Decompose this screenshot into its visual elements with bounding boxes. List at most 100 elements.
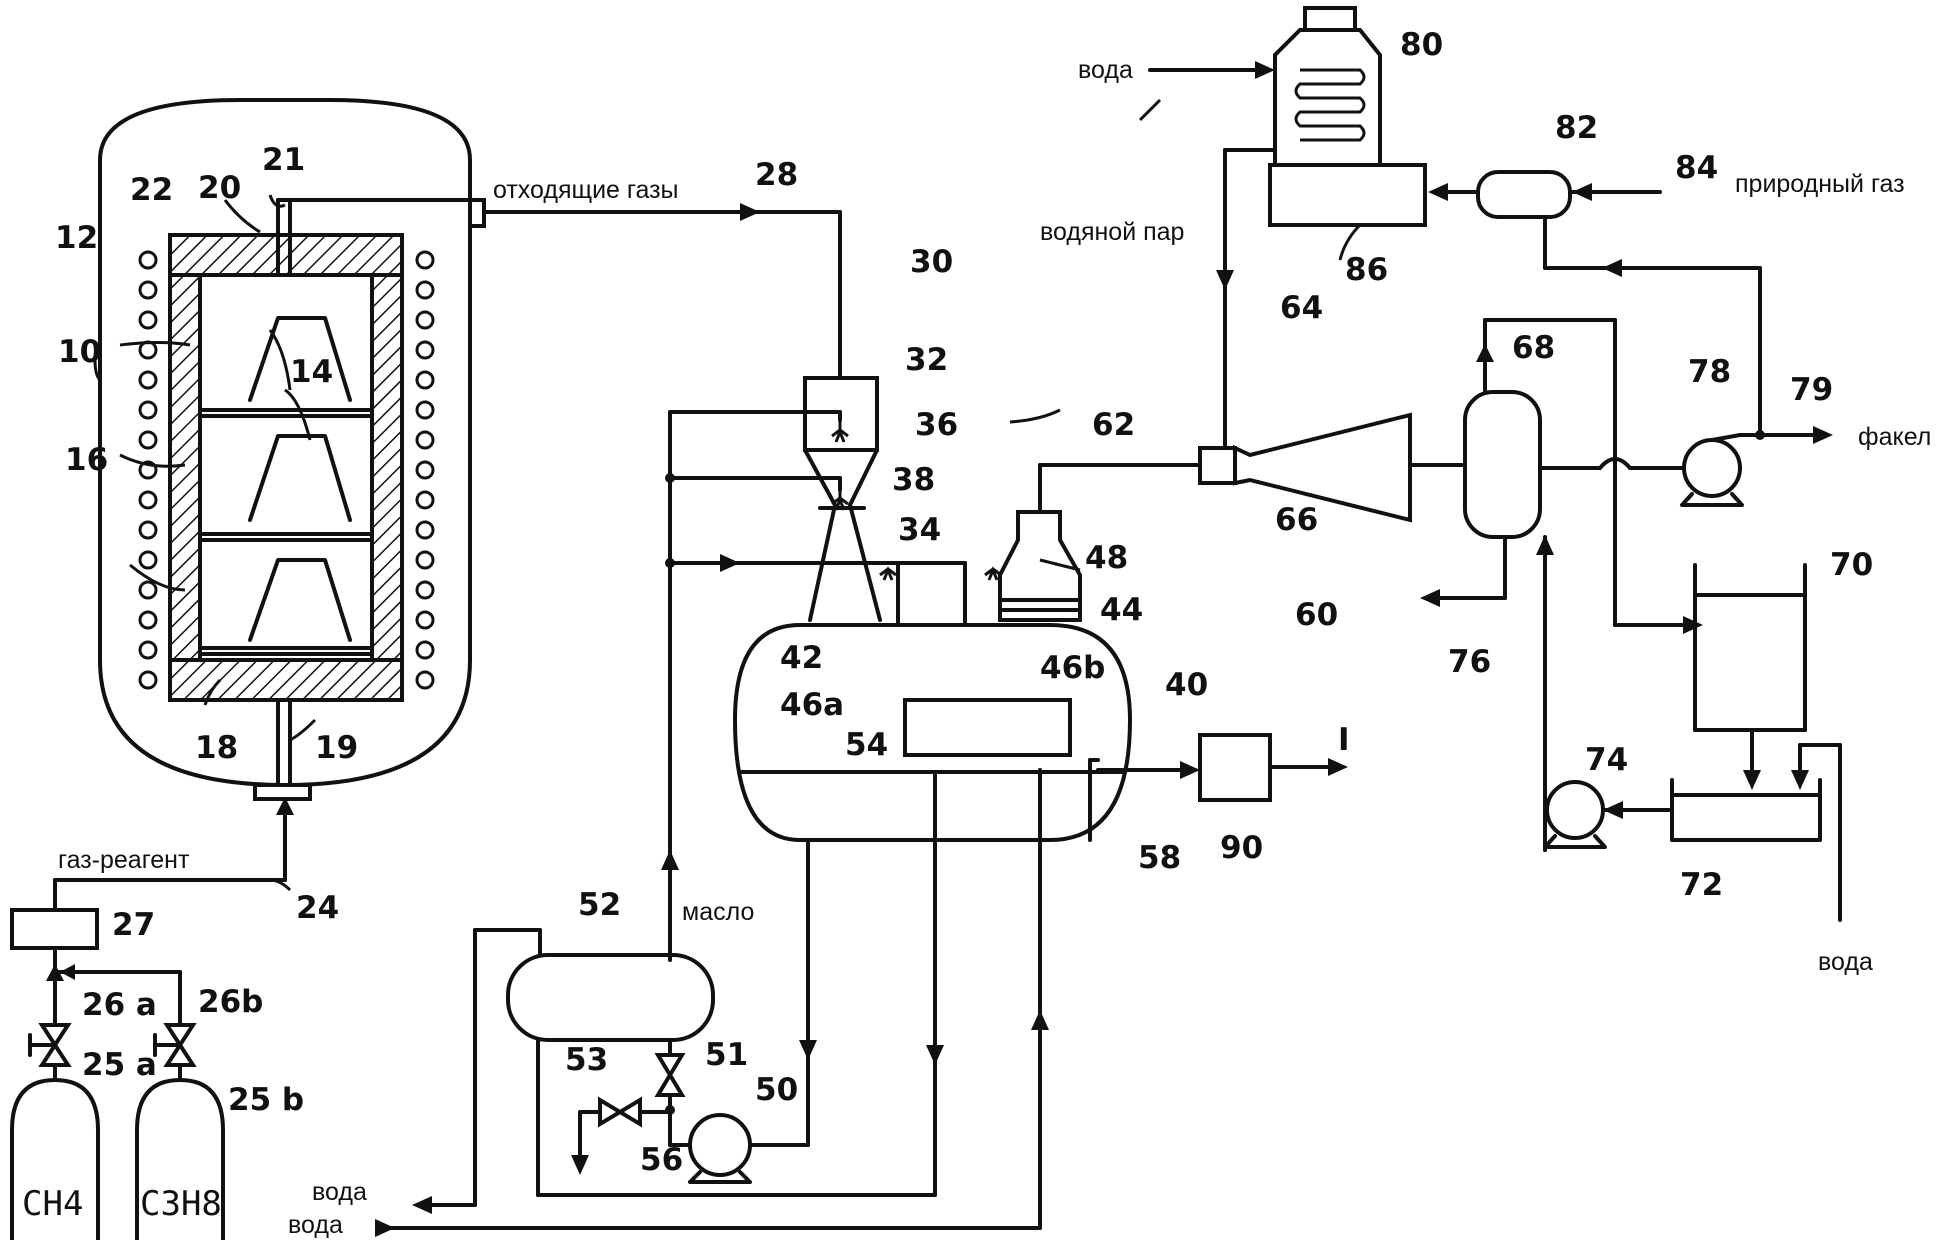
coil-ring xyxy=(138,670,158,690)
valve-51 xyxy=(654,1053,686,1117)
num-62: 62 xyxy=(1092,407,1135,443)
num-52: 52 xyxy=(578,887,621,923)
num-16: 16 xyxy=(65,442,108,478)
num-48: 48 xyxy=(1085,540,1128,576)
num-36: 36 xyxy=(915,407,958,443)
num-10: 10 xyxy=(58,334,101,370)
num-72: 72 xyxy=(1680,867,1723,903)
num-12: 12 xyxy=(55,220,98,256)
oil-tank-52 xyxy=(506,928,937,1197)
tank-70 xyxy=(1693,563,1807,790)
num-82: 82 xyxy=(1555,110,1598,146)
num-68: 68 xyxy=(1512,330,1555,366)
coil-ring xyxy=(138,310,158,330)
valve-26a xyxy=(28,1023,72,1067)
coil-ring xyxy=(138,400,158,420)
num-46a: 46a xyxy=(780,687,844,723)
off-gas-line xyxy=(482,203,842,380)
coil-ring xyxy=(138,370,158,390)
num-60: 60 xyxy=(1295,597,1338,633)
coil-ring xyxy=(415,550,435,570)
num-90: 90 xyxy=(1220,830,1263,866)
coil-ring xyxy=(138,250,158,270)
furnace-load xyxy=(198,316,374,656)
label-water-out: вода xyxy=(312,1178,367,1206)
num-24: 24 xyxy=(296,890,339,926)
coil-ring xyxy=(138,550,158,570)
coil-ring xyxy=(138,640,158,660)
num-51: 51 xyxy=(705,1037,748,1073)
num-28: 28 xyxy=(755,157,798,193)
num-20: 20 xyxy=(198,170,241,206)
num-50: 50 xyxy=(755,1072,798,1108)
num-44: 44 xyxy=(1100,592,1143,628)
tank-drain-lines xyxy=(738,768,1049,1217)
label-reagent-gas: газ-реагент xyxy=(58,846,190,874)
num-78: 78 xyxy=(1688,354,1731,390)
num-30: 30 xyxy=(910,244,953,280)
coil-ring xyxy=(415,250,435,270)
num-22: 22 xyxy=(130,172,173,208)
ejector-64 xyxy=(1198,412,1472,523)
coil-ring xyxy=(415,520,435,540)
num-42: 42 xyxy=(780,640,823,676)
num-74: 74 xyxy=(1585,742,1628,778)
num-26a: 26 a xyxy=(82,987,157,1023)
coil-ring xyxy=(415,400,435,420)
num-80: 80 xyxy=(1400,27,1443,63)
num-54: 54 xyxy=(845,727,888,763)
label-water-in: вода xyxy=(288,1211,343,1239)
separator-tank-40 xyxy=(732,623,1133,842)
label-output-I: I xyxy=(1338,722,1350,758)
cylinder-c3h8 xyxy=(135,1078,225,1240)
leader-lines xyxy=(93,98,1362,892)
mixer-27 xyxy=(10,908,99,950)
coil-ring xyxy=(415,670,435,690)
label-flare: факел xyxy=(1858,423,1931,451)
label-oil: масло xyxy=(682,898,754,926)
coil-ring xyxy=(415,640,435,660)
output-line xyxy=(1096,733,1348,802)
coil-ring xyxy=(415,460,435,480)
num-46b: 46b xyxy=(1040,650,1105,686)
num-19: 19 xyxy=(315,730,358,766)
coil-ring xyxy=(138,490,158,510)
label-natural-gas: природный газ xyxy=(1735,170,1905,198)
separator-68 xyxy=(1420,318,1703,852)
cylinder-ch4 xyxy=(10,1078,100,1240)
pump-50 xyxy=(668,1113,752,1184)
num-76: 76 xyxy=(1448,644,1491,680)
coil-ring xyxy=(138,580,158,600)
pump-78 xyxy=(1680,426,1833,507)
num-25b: 25 b xyxy=(228,1082,304,1118)
natural-gas-line xyxy=(1428,170,1765,440)
label-c3h8: C3H8 xyxy=(140,1184,222,1224)
coil-ring xyxy=(138,460,158,480)
num-27: 27 xyxy=(112,907,155,943)
steam-line xyxy=(1216,148,1277,450)
num-38: 38 xyxy=(892,462,935,498)
coil-ring xyxy=(415,490,435,510)
filter-column xyxy=(998,463,1202,622)
furnace-vessel xyxy=(98,98,486,801)
coil-ring xyxy=(138,520,158,540)
num-79: 79 xyxy=(1790,372,1833,408)
label-water-right: вода xyxy=(1818,948,1873,976)
num-53: 53 xyxy=(565,1042,608,1078)
label-off-gases: отходящие газы xyxy=(493,176,679,204)
reference-numbers: 10 12 14 16 18 19 20 21 22 24 25 a 25 b … xyxy=(55,27,1873,1178)
num-25a: 25 a xyxy=(82,1047,157,1083)
coil-ring xyxy=(415,370,435,390)
label-steam: водяной пар xyxy=(1040,218,1184,246)
num-32: 32 xyxy=(905,342,948,378)
label-ch4: CH4 xyxy=(22,1184,83,1224)
num-21: 21 xyxy=(262,142,305,178)
heating-coils xyxy=(138,250,435,690)
coil-ring xyxy=(138,280,158,300)
water-inlet-top xyxy=(1148,61,1275,79)
num-34: 34 xyxy=(898,512,941,548)
label-water-top: вода xyxy=(1078,56,1133,84)
num-26b: 26b xyxy=(198,984,263,1020)
num-84: 84 xyxy=(1675,150,1718,186)
